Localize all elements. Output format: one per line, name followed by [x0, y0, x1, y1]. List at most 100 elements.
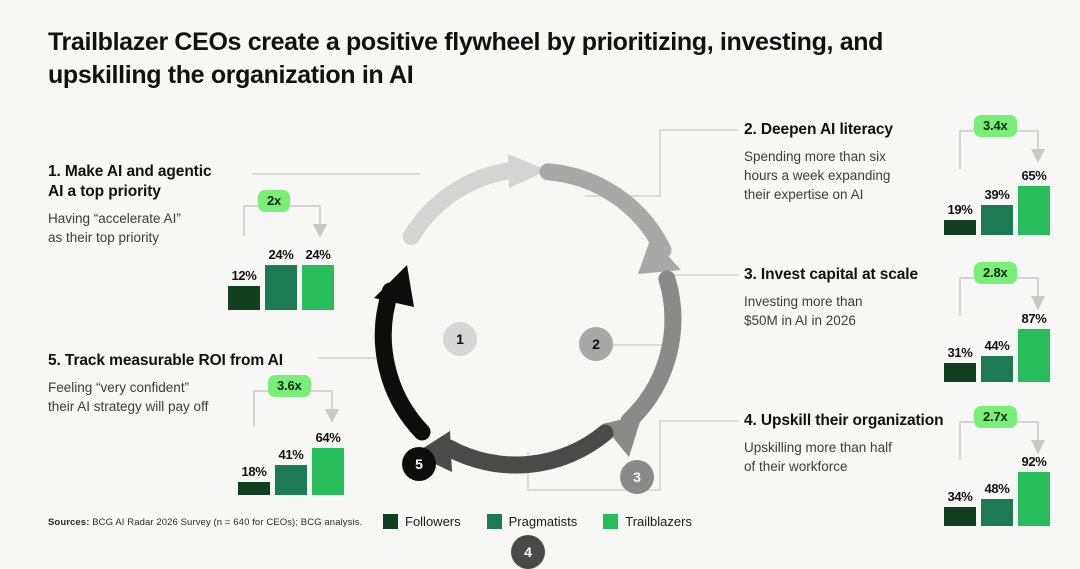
bar-rect [1018, 329, 1050, 382]
item-4: 4. Upskill their organization Upskilling… [744, 411, 969, 476]
bar-label: 24% [305, 247, 331, 262]
item-5-multiplier-badge: 3.6x [268, 375, 311, 397]
bar-trailblazers: 65% [1018, 163, 1050, 235]
bar-rect [312, 448, 344, 495]
bar-trailblazers: 64% [312, 423, 344, 495]
legend-item-pragmatists: Pragmatists [486, 514, 578, 529]
item-4-multiplier-badge: 2.7x [974, 406, 1017, 428]
flywheel-badge-2-label: 2 [592, 336, 600, 352]
bar-rect [981, 356, 1013, 382]
bar-rect [944, 363, 976, 382]
item-3-multiplier-badge: 2.8x [974, 262, 1017, 284]
bar-label: 18% [241, 464, 267, 479]
flywheel-badge-5-label: 5 [415, 456, 423, 472]
item-3: 3. Invest capital at scale Investing mor… [744, 265, 959, 330]
legend-swatch-pragmatists [486, 514, 502, 529]
flywheel-badge-4-label: 4 [524, 544, 532, 560]
bar-rect [302, 265, 334, 310]
item-1-chart: 2x 12% 24% 24% [228, 190, 336, 310]
flywheel-arc-2 [539, 163, 681, 274]
bar-pragmatists: 48% [981, 454, 1013, 526]
item-2-heading: 2. Deepen AI literacy [744, 121, 893, 138]
item-1-multiplier-badge: 2x [258, 190, 291, 212]
sources-text: BCG AI Radar 2026 Survey (n = 640 for CE… [92, 517, 363, 528]
item-3-subtitle: Investing more than $50M in AI in 2026 [744, 293, 863, 328]
item-5-subtitle: Feeling “very confident” their AI strate… [48, 379, 209, 414]
item-4-heading: 4. Upskill their organization [744, 412, 944, 429]
bar-label: 12% [231, 268, 257, 283]
item-2-subtitle: Spending more than six hours a week expa… [744, 148, 891, 203]
flywheel-badge-1-label: 1 [456, 331, 464, 347]
flywheel-badge-1: 1 [443, 322, 477, 356]
bar-rect [981, 499, 1013, 526]
flywheel-badge-2: 2 [579, 327, 613, 361]
bar-pragmatists: 41% [275, 423, 307, 495]
bar-followers: 12% [228, 238, 260, 310]
legend-item-trailblazers: Trailblazers [603, 514, 692, 529]
bar-trailblazers: 87% [1018, 310, 1050, 382]
bar-followers: 19% [944, 163, 976, 235]
bar-trailblazers: 24% [302, 238, 334, 310]
bar-rect [275, 465, 307, 495]
bar-followers: 34% [944, 454, 976, 526]
bar-pragmatists: 44% [981, 310, 1013, 382]
bar-trailblazers: 92% [1018, 454, 1050, 526]
bar-rect [238, 482, 270, 495]
sources-label: Sources: [48, 517, 90, 528]
legend-swatch-followers [383, 514, 398, 529]
item-2-bars: 19% 39% 65% [944, 163, 1052, 235]
bar-label: 31% [947, 345, 973, 360]
flywheel-arc-3 [602, 270, 682, 457]
bar-label: 48% [984, 481, 1010, 496]
item-3-heading: 3. Invest capital at scale [744, 266, 919, 283]
bar-rect [981, 205, 1013, 235]
bar-label: 19% [947, 202, 973, 217]
bar-label: 41% [278, 447, 304, 462]
flywheel-badge-3-label: 3 [633, 469, 641, 485]
page-title: Trailblazer CEOs create a positive flywh… [48, 28, 884, 89]
flywheel-badge-4: 4 [511, 535, 545, 569]
bar-label: 87% [1021, 311, 1047, 326]
item-4-subtitle: Upskilling more than half of their workf… [744, 439, 892, 474]
bar-rect [944, 220, 976, 235]
bar-label: 92% [1021, 454, 1047, 469]
bar-rect [1018, 472, 1050, 526]
bar-label: 34% [947, 489, 973, 504]
flywheel-arc-5 [374, 265, 431, 441]
legend-label-followers: Followers [405, 514, 461, 529]
flywheel-arcs [374, 154, 682, 474]
item-1-heading: 1. Make AI and agentic AI a top priority [48, 163, 212, 200]
flywheel-badge-3: 3 [620, 460, 654, 494]
flywheel-badge-5: 5 [402, 447, 436, 481]
bar-label: 64% [315, 430, 341, 445]
bar-rect [228, 286, 260, 310]
legend: Followers Pragmatists Trailblazers [383, 514, 692, 529]
item-3-bars: 31% 44% 87% [944, 310, 1052, 382]
item-4-bars: 34% 48% 92% [944, 454, 1052, 526]
flywheel-arc-1 [402, 154, 548, 245]
item-2-chart: 3.4x 19% 39% 65% [944, 115, 1052, 235]
item-1-bars: 12% 24% 24% [228, 238, 336, 310]
bar-label: 39% [984, 187, 1010, 202]
bar-rect [944, 507, 976, 526]
item-4-chart: 2.7x 34% 48% 92% [944, 406, 1052, 526]
item-3-chart: 2.8x 31% 44% 87% [944, 262, 1052, 382]
flywheel-arc-4 [414, 424, 614, 474]
item-5-chart: 3.6x 18% 41% 64% [238, 375, 346, 495]
item-1-subtitle: Having “accelerate AI” as their top prio… [48, 210, 181, 245]
bar-rect [265, 265, 297, 310]
item-5-heading: 5. Track measurable ROI from AI [48, 352, 283, 369]
bar-rect [1018, 186, 1050, 235]
bar-label: 65% [1021, 168, 1047, 183]
bar-followers: 18% [238, 423, 270, 495]
legend-label-pragmatists: Pragmatists [508, 514, 578, 529]
sources-note: Sources: BCG AI Radar 2026 Survey (n = 6… [48, 517, 362, 528]
flywheel-diagram: 1 2 3 4 5 [352, 132, 708, 569]
item-2-multiplier-badge: 3.4x [974, 115, 1017, 137]
bar-pragmatists: 24% [265, 238, 297, 310]
item-5-bars: 18% 41% 64% [238, 423, 346, 495]
legend-swatch-trailblazers [603, 514, 619, 529]
item-1: 1. Make AI and agentic AI a top priority… [48, 162, 258, 247]
bar-followers: 31% [944, 310, 976, 382]
bar-label: 24% [268, 247, 294, 262]
